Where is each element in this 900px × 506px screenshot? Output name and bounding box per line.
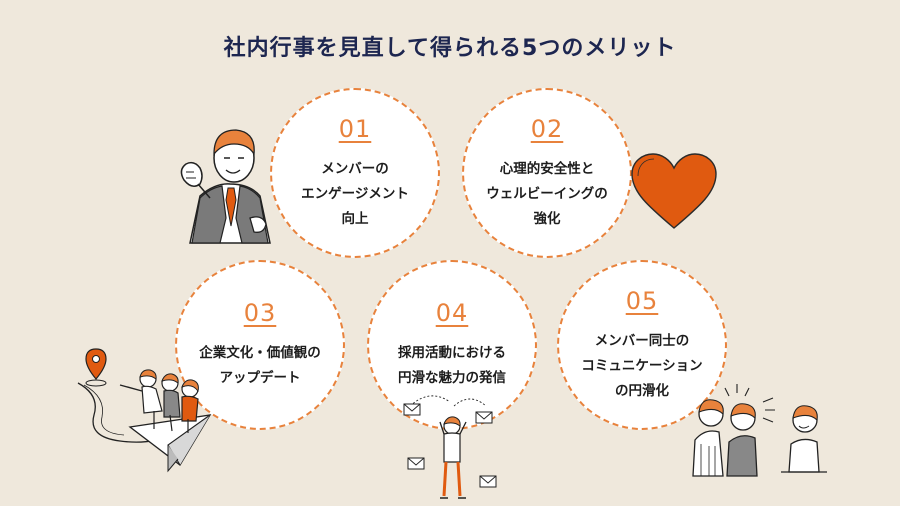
- merit-text-line: メンバー同士の: [594, 332, 690, 349]
- merit-number: 04: [435, 299, 469, 327]
- merit-text-line: 企業文化・価値観の: [199, 345, 321, 361]
- merit-card-02: 02 心理的安全性と ウェルビーイングの 強化: [462, 88, 632, 258]
- merit-text-line: コミュニケーション: [581, 357, 703, 374]
- merit-text-line: エンゲージメント: [301, 185, 409, 202]
- merit-text-line: の円滑化: [614, 382, 669, 399]
- merit-text-line: 採用活動における: [398, 345, 506, 361]
- merit-card-05: 05 メンバー同士の コミュニケーション の円滑化: [557, 260, 727, 430]
- merit-card-01: 01 メンバーの エンゲージメント 向上: [270, 88, 440, 258]
- group-talking-icon: [692, 384, 827, 477]
- merit-text-line: メンバーの: [321, 160, 389, 177]
- merit-number: 03: [243, 299, 277, 327]
- merit-card-03: 03 企業文化・価値観の アップデート: [175, 260, 345, 430]
- paper-plane-team-icon: [77, 348, 212, 473]
- merit-number: 02: [530, 114, 564, 143]
- merit-text-line: 円滑な魅力の発信: [398, 370, 506, 386]
- heart-icon: [631, 153, 717, 229]
- merit-text-line: 心理的安全性と: [499, 160, 595, 177]
- merit-text-line: ウェルビーイングの: [486, 185, 608, 202]
- merit-number: 01: [338, 114, 372, 143]
- merit-text-line: 向上: [341, 210, 369, 227]
- merit-text-line: アップデート: [219, 370, 301, 386]
- merit-text-line: 強化: [533, 210, 561, 227]
- merit-number: 05: [625, 286, 659, 315]
- businessman-fist-icon: [180, 129, 271, 244]
- merit-card-04: 04 採用活動における 円滑な魅力の発信: [367, 260, 537, 430]
- person-envelopes-icon: [403, 395, 497, 499]
- page-title: 社内行事を見直して得られる5つのメリット: [223, 36, 677, 61]
